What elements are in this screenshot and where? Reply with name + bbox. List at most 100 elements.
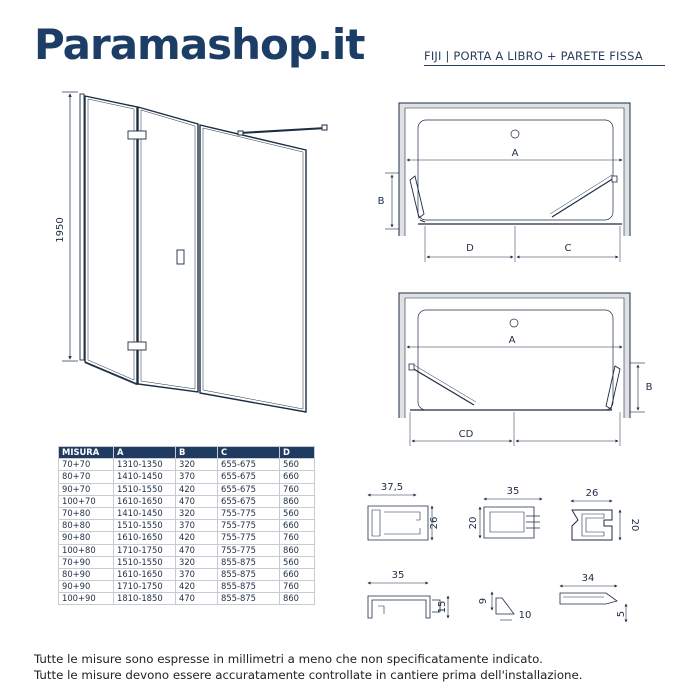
header-d: D (279, 445, 315, 460)
plan-bottom-a-label: A (509, 335, 516, 346)
profile-3-drawing (570, 499, 622, 541)
cell-c: 655-675 (217, 470, 280, 484)
cell-c: 755-775 (217, 531, 280, 545)
cell-misura: 70+90 (58, 555, 114, 569)
cell-c: 855-875 (217, 555, 280, 569)
cell-misura: 70+70 (58, 458, 114, 472)
profile-2-drawing (478, 497, 543, 539)
plan-bottom-b-label: B (646, 382, 653, 393)
header-misura: MISURA (58, 445, 114, 460)
cell-c: 655-675 (217, 494, 280, 508)
plan-top-c-label: C (565, 243, 572, 254)
plan-bottom-cd-label: CD (459, 429, 474, 440)
profile-6-height: 5 (616, 611, 627, 617)
brand-logo: Paramashop.it (34, 20, 365, 69)
cell-d: 760 (279, 531, 315, 545)
profile-6-drawing (559, 584, 628, 623)
cell-a: 1810-1850 (113, 592, 176, 606)
cell-b: 320 (175, 506, 218, 521)
table-header-row: MISURA A B C D (58, 445, 315, 460)
cell-misura: 80+90 (58, 567, 114, 582)
cell-a: 1610-1650 (113, 567, 176, 582)
cell-c: 855-875 (217, 567, 280, 582)
cell-d: 560 (279, 458, 315, 472)
cell-d: 560 (279, 506, 315, 521)
cell-c: 755-775 (217, 519, 280, 533)
profile-1-width: 37,5 (381, 482, 403, 493)
cell-c: 855-875 (217, 592, 280, 606)
profile-2-height: 20 (468, 517, 479, 530)
profile-sections (367, 493, 628, 623)
cell-b: 420 (175, 531, 218, 545)
cell-b: 420 (175, 580, 218, 594)
cell-misura: 80+80 (58, 519, 114, 533)
cell-a: 1710-1750 (113, 580, 176, 594)
cell-d: 660 (279, 567, 315, 582)
cell-d: 660 (279, 470, 315, 484)
cell-b: 370 (175, 470, 218, 484)
cell-misura: 90+70 (58, 482, 114, 496)
cell-misura: 80+70 (58, 470, 114, 484)
cell-d: 860 (279, 494, 315, 508)
cell-a: 1310-1350 (113, 458, 176, 472)
header-c: C (217, 445, 280, 460)
cell-misura: 100+80 (58, 543, 114, 557)
height-label: 1950 (55, 217, 66, 242)
plan-view-bottom (398, 292, 645, 446)
cell-a: 1510-1550 (113, 519, 176, 533)
cell-b: 470 (175, 543, 218, 557)
cell-c: 655-675 (217, 482, 280, 496)
front-view-drawing (62, 91, 328, 413)
cell-d: 760 (279, 580, 315, 594)
profile-3-width: 26 (586, 488, 599, 499)
profile-3-height: 20 (629, 519, 640, 532)
header-a: A (113, 445, 176, 460)
cell-misura: 90+90 (58, 580, 114, 594)
profile-5-drawing (490, 591, 515, 621)
cell-c: 655-675 (217, 458, 280, 472)
cell-d: 660 (279, 519, 315, 533)
cell-b: 420 (175, 482, 218, 496)
cell-misura: 100+70 (58, 494, 114, 508)
cell-d: 760 (279, 482, 315, 496)
cell-b: 470 (175, 592, 218, 606)
footer-note-1: Tutte le misure sono espresse in millime… (34, 652, 543, 666)
cell-d: 860 (279, 592, 315, 606)
cell-a: 1410-1450 (113, 506, 176, 521)
profile-4-height: 15 (437, 601, 448, 614)
profile-5-height: 9 (478, 598, 489, 604)
cell-b: 320 (175, 458, 218, 472)
footer-note-2: Tutte le misure devono essere accuratame… (34, 668, 583, 682)
cell-a: 1510-1550 (113, 482, 176, 496)
cell-b: 370 (175, 567, 218, 582)
header-b: B (175, 445, 218, 460)
cell-c: 755-775 (217, 506, 280, 521)
profile-5-width: 10 (519, 610, 532, 621)
subtitle-underline (424, 65, 665, 66)
profile-1-height: 26 (429, 517, 440, 530)
cell-misura: 90+80 (58, 531, 114, 545)
profile-6-width: 34 (582, 573, 595, 584)
cell-c: 855-875 (217, 580, 280, 594)
cell-a: 1610-1650 (113, 531, 176, 545)
cell-a: 1610-1650 (113, 494, 176, 508)
cell-misura: 100+90 (58, 592, 114, 606)
plan-top-b-label: B (378, 196, 385, 207)
cell-b: 320 (175, 555, 218, 569)
cell-d: 560 (279, 555, 315, 569)
cell-a: 1510-1550 (113, 555, 176, 569)
